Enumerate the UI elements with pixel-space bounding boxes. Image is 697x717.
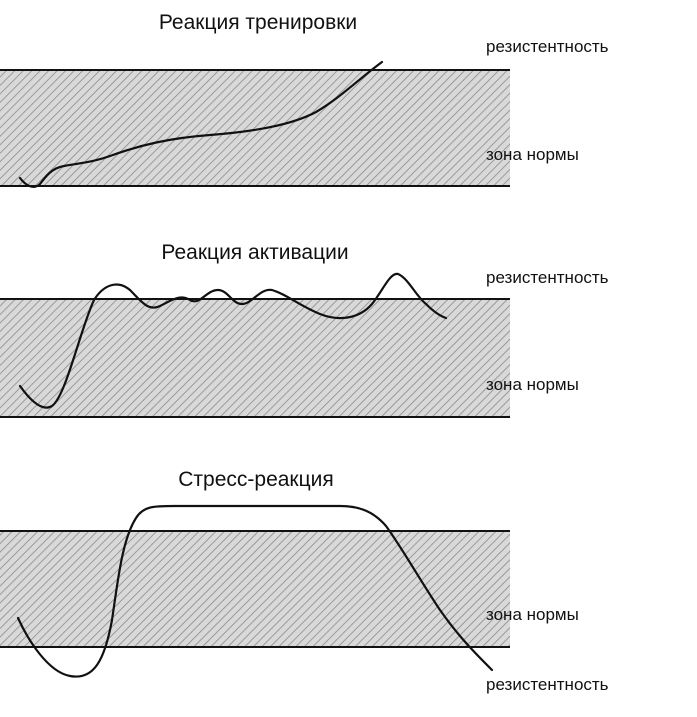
- panel-activation-reaction: Реакция активации резистентность зона но…: [0, 241, 609, 418]
- norm-zone-band: [0, 70, 510, 186]
- norm-zone-band: [0, 531, 510, 647]
- panel-title: Реакция активации: [161, 241, 348, 264]
- resistance-label: резистентность: [486, 675, 609, 694]
- panel-stress-reaction: Стресс-реакция зона нормы резистентность: [0, 468, 609, 694]
- resistance-label: резистентность: [486, 268, 609, 287]
- norm-zone-label: зона нормы: [486, 605, 579, 624]
- resistance-label: резистентность: [486, 37, 609, 56]
- panel-title: Реакция тренировки: [159, 11, 357, 34]
- training-reaction-curve: [18, 60, 384, 188]
- panel-title: Стресс-реакция: [178, 468, 334, 491]
- norm-zone-label: зона нормы: [486, 375, 579, 394]
- stress-reaction-curve: [16, 504, 494, 678]
- norm-zone-band: [0, 299, 510, 417]
- panel-training-reaction: Реакция тренировки резистентность зона н…: [0, 11, 609, 188]
- norm-zone-label: зона нормы: [486, 145, 579, 164]
- activation-reaction-curve: [18, 272, 448, 409]
